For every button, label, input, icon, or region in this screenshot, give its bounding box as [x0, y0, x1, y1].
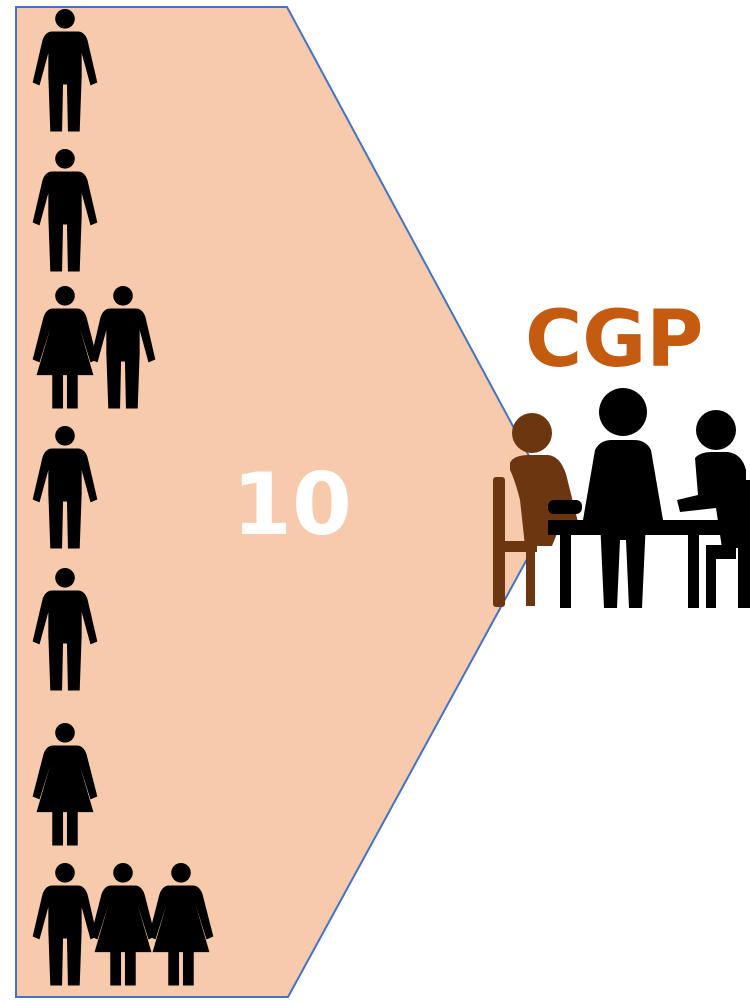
funnel-shape: [15, 6, 558, 998]
group-label: CGP: [525, 295, 704, 385]
meeting-table-icon: [493, 388, 750, 608]
count-label: 10: [232, 455, 352, 555]
